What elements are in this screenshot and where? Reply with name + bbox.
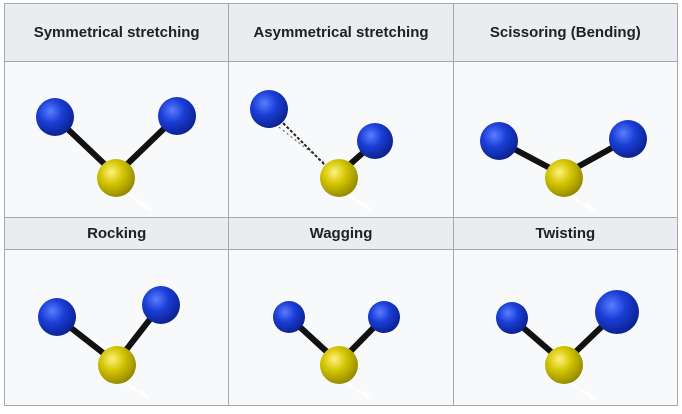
- outer-atom-left: [479, 122, 518, 160]
- cell-wagging: [228, 249, 454, 406]
- central-atom: [544, 346, 583, 384]
- outer-atom-right: [368, 301, 401, 333]
- central-atom: [320, 159, 359, 197]
- outer-atom-left: [250, 90, 289, 128]
- outer-atom-left: [38, 298, 76, 336]
- central-atom: [320, 346, 359, 384]
- vibration-modes-table: Symmetrical stretching Asymmetrical stre…: [3, 3, 679, 406]
- outer-atom-right: [142, 286, 180, 324]
- molecule-asymmetrical-stretching: [250, 90, 394, 211]
- central-atom: [98, 346, 136, 384]
- cell-scissoring: [452, 61, 679, 218]
- cell-symmetrical-stretching: [3, 61, 230, 218]
- outer-atom-left: [273, 301, 306, 333]
- molecule-wagging: [273, 301, 401, 399]
- header-wagging: Wagging: [228, 217, 454, 250]
- vibration-modes-figure: Symmetrical stretching Asymmetrical stre…: [3, 3, 679, 406]
- header-asymmetrical-stretching: Asymmetrical stretching: [228, 3, 454, 62]
- outer-atom-right: [594, 290, 639, 334]
- header-symmetrical-stretching: Symmetrical stretching: [3, 3, 230, 62]
- motion-arrows: [120, 379, 150, 399]
- outer-atom-right: [357, 123, 394, 159]
- molecule-scissoring: [479, 120, 647, 212]
- central-atom: [544, 159, 583, 197]
- molecule-rocking: [38, 286, 180, 399]
- motion-arrows: [341, 379, 371, 399]
- cell-rocking: [3, 249, 230, 406]
- bond-left-outline: [275, 123, 332, 169]
- header-rocking: Rocking: [3, 217, 230, 250]
- cell-twisting: [452, 249, 679, 406]
- outer-atom-left: [36, 98, 74, 136]
- header-scissoring: Scissoring (Bending): [452, 3, 679, 62]
- molecule-twisting: [495, 290, 639, 400]
- cell-asymmetrical-stretching: [228, 61, 454, 218]
- outer-atom-left: [495, 302, 528, 334]
- central-atom: [97, 159, 135, 197]
- motion-arrows: [122, 189, 153, 212]
- outer-atom-right: [158, 97, 196, 135]
- outer-atom-right: [608, 120, 647, 158]
- motion-arrows: [566, 380, 596, 400]
- motion-arrows: [566, 193, 596, 212]
- molecule-symmetrical-stretching: [36, 97, 196, 212]
- header-twisting: Twisting: [452, 217, 679, 250]
- motion-arrows: [343, 191, 373, 211]
